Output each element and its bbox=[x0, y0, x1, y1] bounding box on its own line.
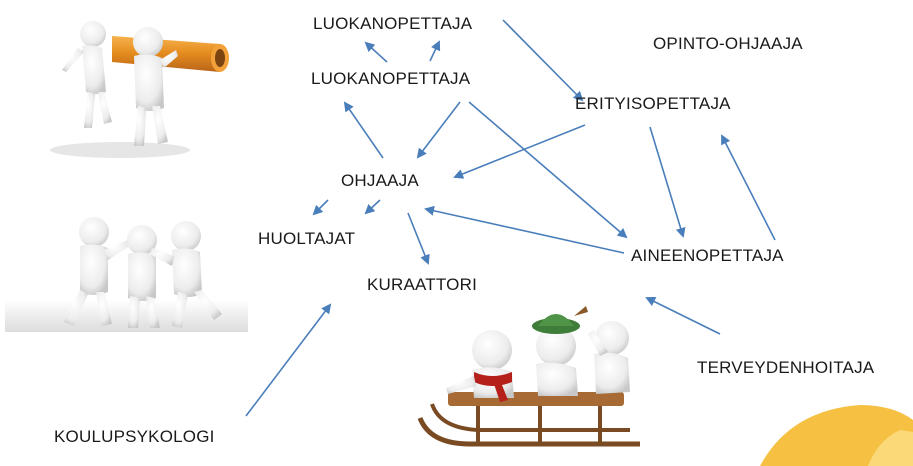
arrow-erityisopettaja-to-ohjaaja bbox=[453, 124, 586, 179]
node-ohjaaja: OHJAAJA bbox=[341, 171, 419, 190]
arrow-ohjaaja-to-luoka2 bbox=[343, 101, 384, 159]
node-luokanopettaja-top: LUOKANOPETTAJA bbox=[313, 14, 473, 33]
yellow-corner-highlight bbox=[868, 430, 913, 466]
arrow-luoka1-to-erityisopettaja bbox=[502, 19, 584, 102]
arrow-luoka2-to-ohjaaja bbox=[416, 101, 461, 159]
arrow-luoka2-to-aineenopettaja bbox=[468, 101, 628, 239]
arrow-ohjaaja-to-kuraattori bbox=[407, 212, 430, 265]
node-koulupsykologi: KOULUPSYKOLOGI bbox=[54, 427, 215, 446]
arrow-luoka2-to-luoka1-left bbox=[364, 41, 388, 63]
arrow-aineenopettaja-to-erityisopettaja bbox=[721, 134, 776, 241]
node-kuraattori: KURAATTORI bbox=[367, 275, 477, 294]
yellow-corner-shape bbox=[760, 405, 913, 466]
arrow-ohjaaja-to-huoltajat-left bbox=[312, 199, 329, 216]
node-opinto-ohjaaja: OPINTO-OHJAAJA bbox=[653, 34, 803, 53]
arrows bbox=[245, 19, 776, 417]
node-erityisopettaja: ERITYISOPETTAJA bbox=[575, 94, 731, 113]
node-huoltajat: HUOLTAJAT bbox=[258, 229, 356, 248]
three-figures-on-sled-illustration bbox=[402, 300, 640, 466]
two-figures-carrying-pipe-illustration bbox=[50, 21, 229, 158]
node-aineenopettaja: AINEENOPETTAJA bbox=[631, 246, 784, 265]
node-luokanopettaja-second: LUOKANOPETTAJA bbox=[311, 69, 471, 88]
arrow-luoka2-to-luoka1-right bbox=[429, 40, 441, 62]
arrow-erityisopettaja-to-aineenopettaja bbox=[649, 126, 686, 238]
arrow-terveydenhoitaja-to-aineenopettaja bbox=[645, 297, 721, 335]
node-terveydenhoitaja: TERVEYDENHOITAJA bbox=[697, 358, 875, 377]
three-figures-talking-illustration bbox=[5, 217, 248, 332]
arrow-ohjaaja-to-huoltajat-right bbox=[364, 199, 381, 215]
arrow-aineenopettaja-to-ohjaaja bbox=[424, 205, 625, 254]
arrow-koulupsykologi-to-kuraattori bbox=[245, 303, 332, 417]
